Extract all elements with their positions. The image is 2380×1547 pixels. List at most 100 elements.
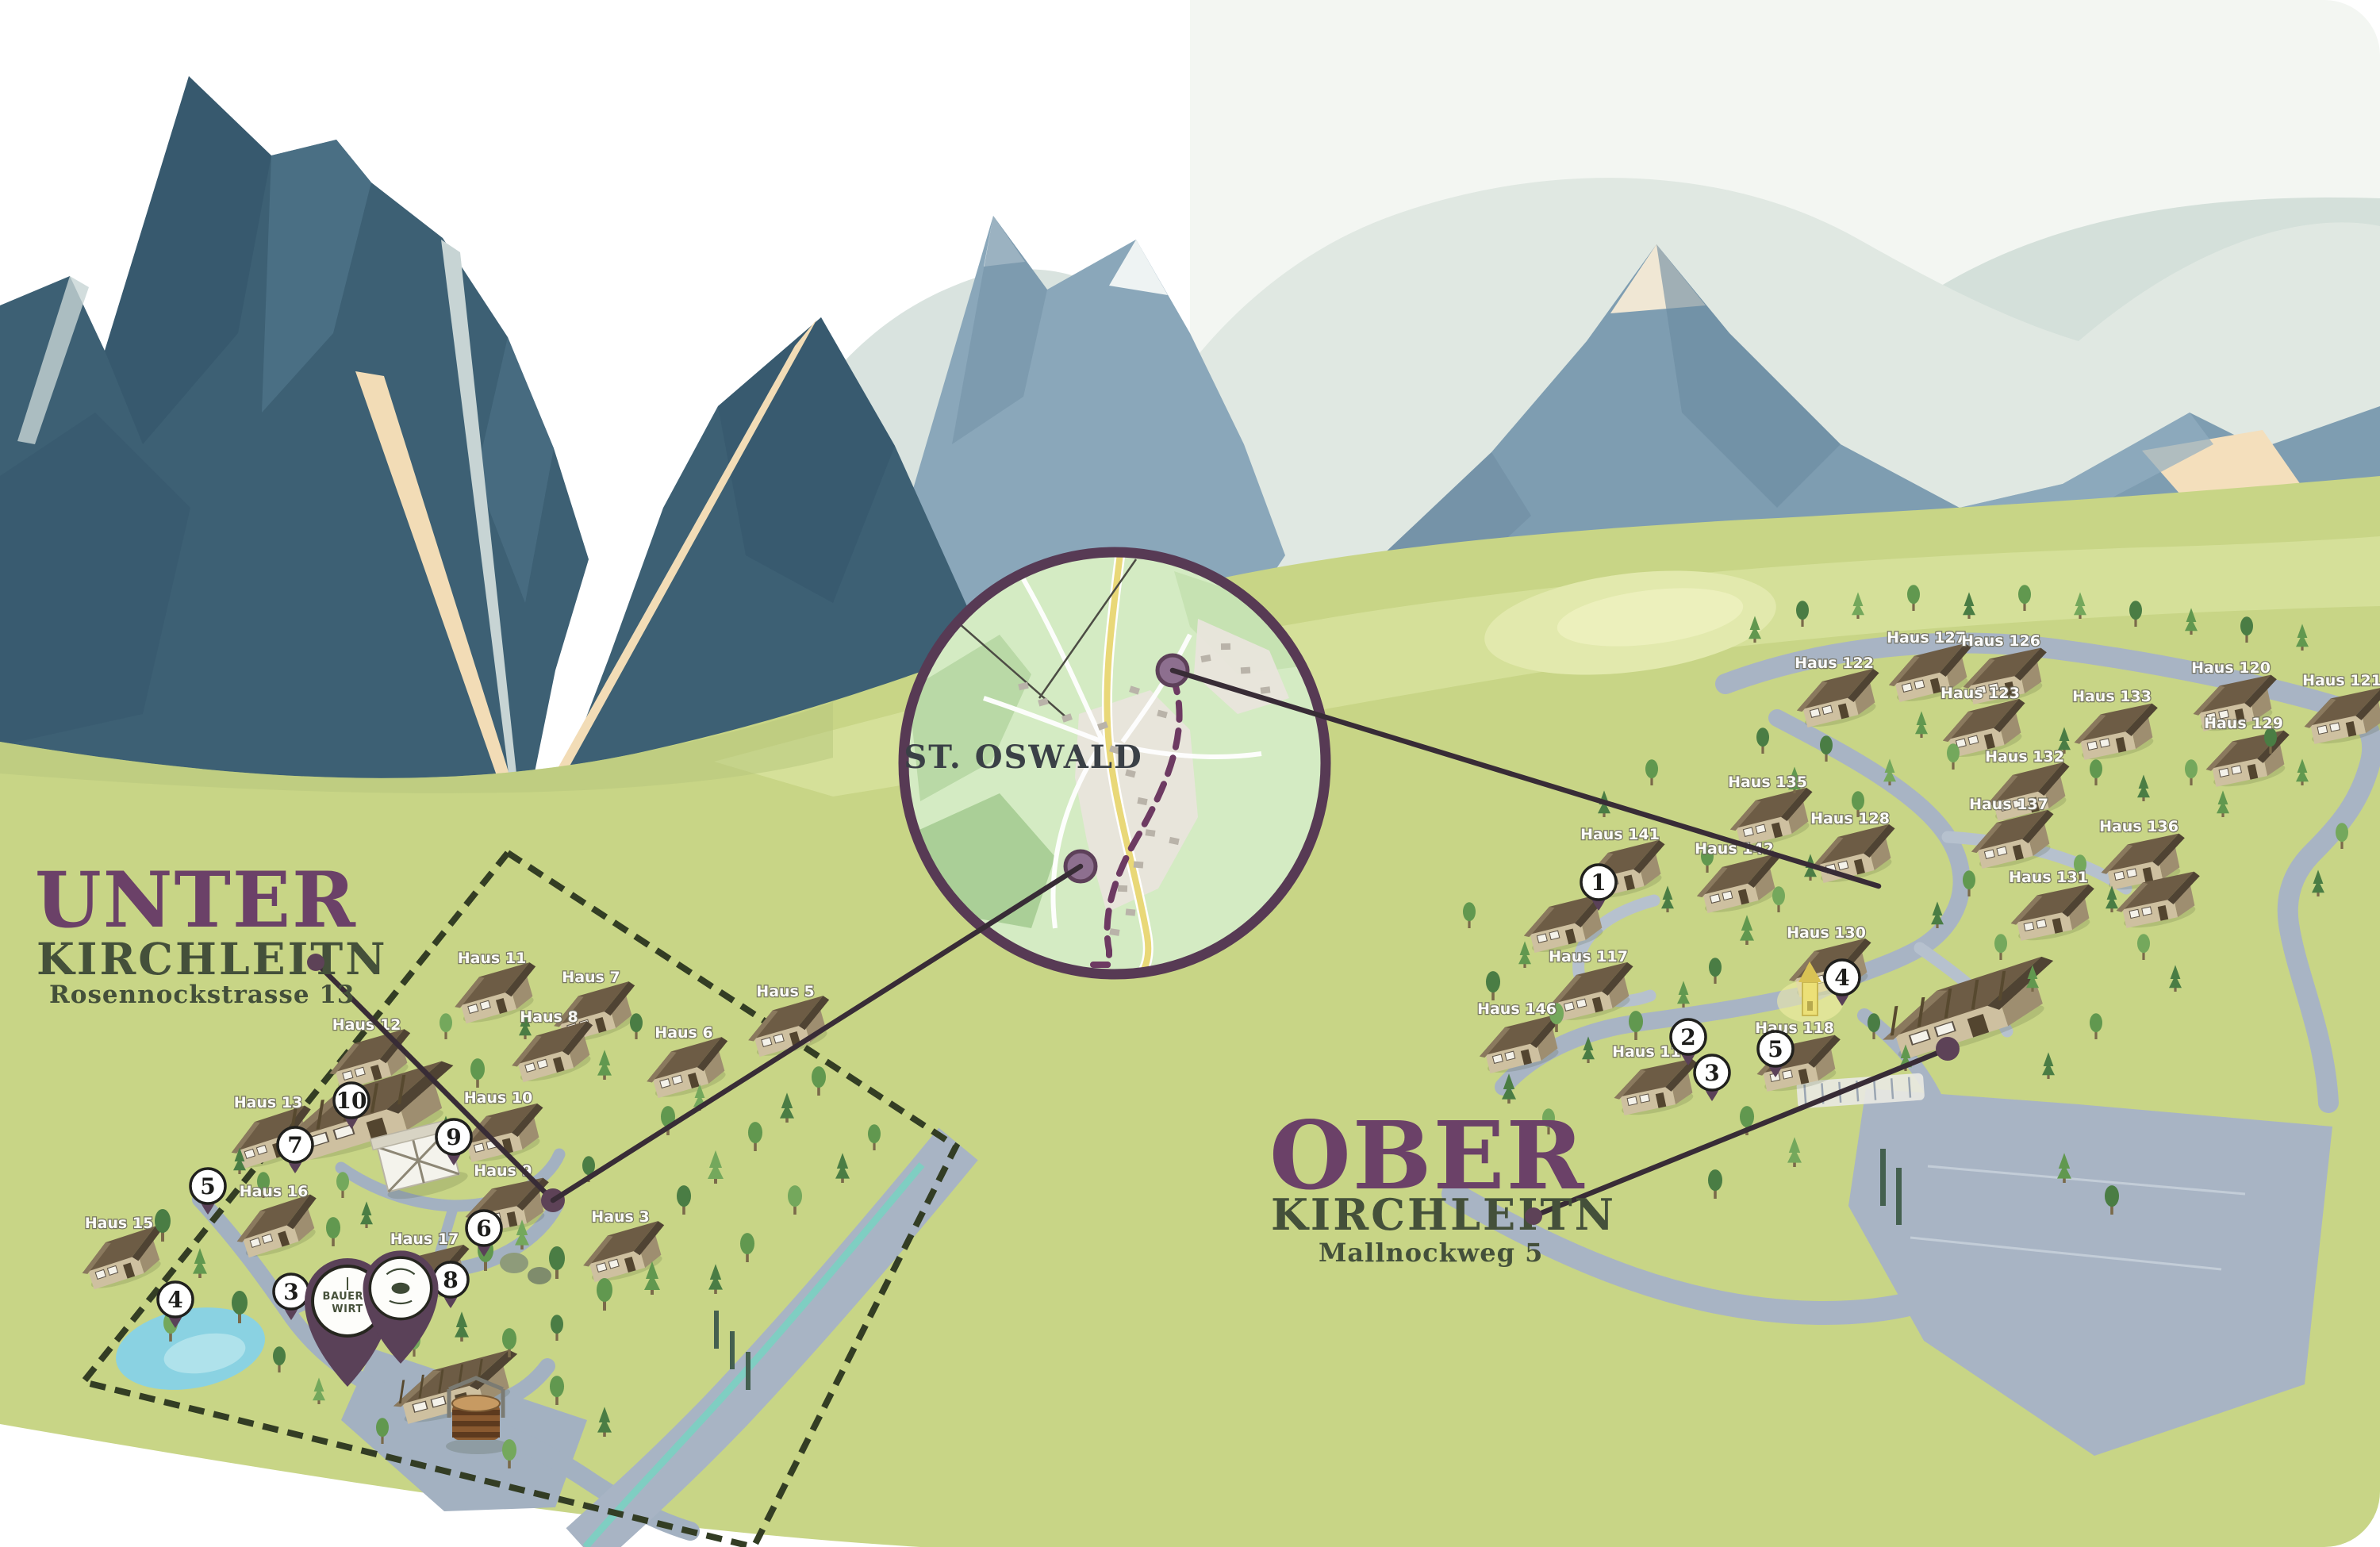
post: [746, 1352, 750, 1390]
house-label: Haus 128: [1810, 810, 1890, 827]
post: [1880, 1149, 1886, 1206]
tree: [1582, 1036, 1595, 1063]
tree: [2296, 758, 2309, 785]
inset-building: [1200, 654, 1211, 662]
numbered-marker[interactable]: 4: [1823, 958, 1861, 1006]
inset-building: [1220, 643, 1231, 651]
ober-title: OBER: [1269, 1100, 1586, 1211]
tree: [1701, 846, 1714, 873]
tree: [835, 1153, 850, 1183]
tree: [502, 1439, 516, 1468]
house-label: Haus 3: [591, 1208, 649, 1226]
tree: [1518, 941, 1531, 968]
inset-building: [1137, 797, 1148, 806]
house-label: Haus 121: [2302, 672, 2380, 689]
house-label: Haus 129: [2204, 715, 2283, 732]
marker-number: 1: [1591, 869, 1606, 896]
tree: [1947, 743, 1960, 770]
numbered-marker[interactable]: 3: [272, 1273, 310, 1320]
tree: [336, 1172, 349, 1198]
connector-line: [1169, 667, 1882, 889]
tree: [326, 1217, 340, 1246]
ober-address: Mallnockweg 5: [1319, 1238, 1543, 1268]
title-unter: UNTER KIRCHLEITN Rosennockstrasse 13: [35, 855, 388, 1009]
ober-label-dot: [1525, 1207, 1542, 1225]
tree: [360, 1201, 373, 1228]
numbered-marker[interactable]: 8: [432, 1261, 470, 1308]
unter-subtitle: KIRCHLEITN: [36, 933, 388, 985]
inset-building: [1125, 908, 1136, 916]
kirchleitn-logo-pin[interactable]: [363, 1250, 439, 1364]
tree: [1788, 766, 1801, 793]
tree: [1708, 1169, 1722, 1199]
house-label: Haus 126: [1961, 632, 2040, 650]
tree: [2058, 727, 2071, 754]
tree: [2074, 854, 2086, 881]
house: [2101, 833, 2185, 890]
marker-number: 5: [1768, 1036, 1783, 1062]
house-label: Haus 146: [1477, 1000, 1557, 1018]
ober-subtitle: KIRCHLEITN: [1271, 1189, 1616, 1240]
post: [730, 1331, 735, 1369]
numbered-marker[interactable]: 4: [156, 1280, 194, 1328]
inset-building: [1133, 861, 1144, 869]
numbered-marker[interactable]: 5: [189, 1167, 227, 1215]
numbered-marker[interactable]: 5: [1756, 1030, 1795, 1077]
chapel: [1777, 962, 1844, 1023]
house-label: Haus 131: [2009, 869, 2088, 886]
unter-title: UNTER: [35, 855, 357, 945]
marker-number: 3: [283, 1279, 298, 1305]
tree: [273, 1346, 286, 1372]
house-label: Haus 135: [1728, 774, 1807, 791]
tree: [1796, 601, 1809, 627]
ober-houses: [1479, 643, 2380, 1115]
tree: [233, 1147, 246, 1174]
tree: [2129, 601, 2142, 627]
tree: [708, 1264, 723, 1294]
tree: [1852, 592, 1864, 619]
house: [1888, 643, 1971, 703]
connector-line: [550, 863, 1084, 1203]
tree: [630, 1013, 643, 1039]
house: [1796, 668, 1879, 728]
tree: [1549, 1003, 1564, 1032]
tree: [1772, 886, 1785, 912]
tree: [1645, 759, 1658, 785]
tree: [597, 1278, 612, 1311]
numbered-marker[interactable]: 1: [1580, 863, 1618, 911]
numbered-marker[interactable]: 7: [276, 1126, 314, 1173]
numbered-marker[interactable]: 10: [332, 1081, 370, 1129]
numbered-marker[interactable]: 3: [1693, 1054, 1731, 1101]
house-label: Haus 5: [756, 983, 814, 1000]
house-label: Haus 8: [520, 1008, 578, 1026]
inset-building: [1109, 928, 1120, 936]
tree: [2312, 869, 2324, 896]
stream: [582, 1162, 925, 1547]
house-label: Haus 13: [234, 1094, 303, 1111]
house: [583, 1221, 665, 1283]
parking-lot: [1848, 1088, 2332, 1456]
house: [748, 996, 830, 1058]
inset-building: [1061, 713, 1073, 723]
unter-label-dot: [307, 954, 324, 971]
inset-building: [1240, 666, 1251, 674]
main-mountains: [0, 76, 1046, 890]
marker-number: 9: [446, 1124, 461, 1150]
house: [1812, 823, 1895, 884]
tree: [2090, 1013, 2102, 1039]
inset-building: [1145, 829, 1156, 837]
house: [82, 1226, 162, 1290]
marker-number: 6: [476, 1215, 491, 1242]
marker-number: 7: [287, 1132, 302, 1158]
house: [1523, 893, 1606, 954]
tree: [1931, 901, 1944, 928]
tree: [549, 1246, 565, 1279]
numbered-marker[interactable]: 2: [1669, 1018, 1707, 1065]
numbered-marker[interactable]: 9: [435, 1118, 473, 1165]
tree: [502, 1328, 516, 1357]
tree: [2296, 624, 2309, 651]
numbered-marker[interactable]: 6: [465, 1209, 503, 1257]
